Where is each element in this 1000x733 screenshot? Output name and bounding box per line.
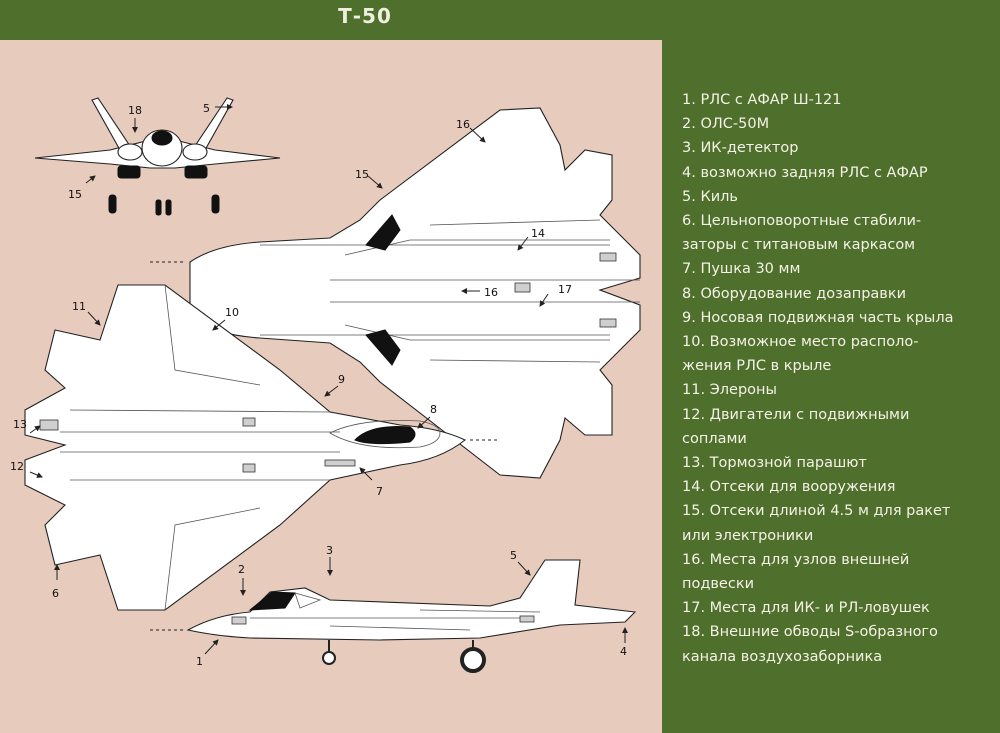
callout-8-top: 8 (430, 403, 437, 416)
legend-item: 10. Возможное место располо-жения РЛС в … (682, 334, 919, 375)
callout-17-bottom: 17 (558, 283, 572, 296)
legend-list: 1. РЛС с АФАР Ш-121 2. ОЛС-50М 3. ИК-дет… (682, 88, 992, 669)
top-view: 11 10 9 8 13 12 7 6 (10, 284, 500, 611)
legend-item: 7. Пушка 30 мм (682, 261, 801, 278)
callout-5-front: 5 (203, 102, 210, 115)
bottom-view: 16 15 14 16 17 (150, 107, 641, 479)
legend-item: 11. Элероны (682, 382, 777, 399)
callout-4-side: 4 (620, 645, 627, 658)
callout-5-side: 5 (510, 549, 517, 562)
callout-12-top: 12 (10, 460, 24, 473)
legend-item: 3. ИК-детектор (682, 140, 799, 157)
side-view: 2 3 5 1 4 (150, 544, 637, 673)
callout-10-top: 10 (225, 306, 239, 319)
callout-16-bottom-a: 16 (456, 118, 470, 131)
legend-item: 17. Места для ИК- и РЛ-ловушек (682, 600, 930, 617)
callout-16-bottom-b: 16 (484, 286, 498, 299)
callout-18-front: 18 (128, 104, 142, 117)
legend-item: 1. РЛС с АФАР Ш-121 (682, 92, 842, 108)
diagram-title: Т-50 (338, 4, 392, 28)
callout-13-top: 13 (13, 418, 27, 431)
legend-item: 14. Отсеки для вооружения (682, 479, 896, 496)
legend-item: 2. ОЛС-50М (682, 116, 770, 133)
legend-item: 8. Оборудование дозаправки (682, 285, 907, 302)
legend-item: 6. Цельноповоротные стабили-заторы с тит… (682, 213, 922, 254)
callout-15-front: 15 (68, 188, 82, 201)
callout-7-top: 7 (376, 485, 383, 498)
front-view: 18 5 15 (34, 97, 281, 216)
aircraft-drawings: 18 5 15 16 15 14 16 17 (10, 97, 641, 673)
legend-item: 5. Киль (682, 188, 738, 205)
callout-3-side: 3 (326, 544, 333, 557)
legend-item: 13. Тормозной парашют (682, 455, 867, 472)
callout-6-top: 6 (52, 587, 59, 600)
callout-15-bottom: 15 (355, 168, 369, 181)
legend-item: 9. Носовая подвижная часть крыла (682, 309, 954, 326)
legend-item: 4. возможно задняя РЛС с АФАР (682, 164, 928, 181)
callout-2-side: 2 (238, 563, 245, 576)
drawing-panel: 18 5 15 16 15 14 16 17 (0, 40, 662, 733)
callout-9-top: 9 (338, 373, 345, 386)
callout-1-side: 1 (196, 655, 203, 668)
callout-11-top: 11 (72, 300, 86, 313)
callout-14-bottom: 14 (531, 227, 545, 240)
